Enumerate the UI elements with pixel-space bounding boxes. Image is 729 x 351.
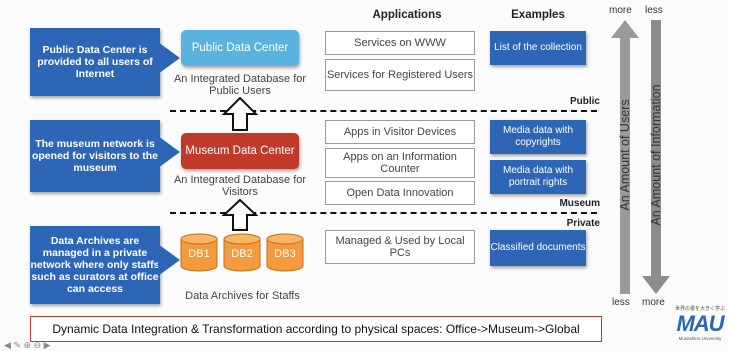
prev-icon[interactable]: ◀ (4, 340, 11, 350)
public-boundary-label: Public (569, 96, 600, 107)
app-visitor-devices: Apps in Visitor Devices (325, 120, 475, 144)
applications-header: Applications (372, 9, 442, 21)
museum-data-center-subtitle: An Integrated Database for Visitors (173, 174, 307, 198)
example-copyrights: Media data with copyrights (490, 120, 586, 154)
app-services-registered: Services for Registered Users (325, 59, 475, 91)
museum-boundary-label: Museum (559, 198, 600, 209)
public-data-center-subtitle: An Integrated Database for Public Users (173, 73, 307, 97)
next-icon[interactable]: ▶ (43, 340, 51, 350)
app-open-data: Open Data Innovation (325, 181, 475, 205)
example-portrait-rights-label: Media data with portrait rights (502, 165, 574, 188)
users-arrow-icon (611, 20, 639, 294)
example-copyrights-label: Media data with copyrights (502, 125, 574, 148)
db1-label: DB1 (188, 248, 210, 260)
callout-archives: Data Archives are managed in a private n… (30, 226, 160, 304)
information-arrow-icon (642, 20, 670, 294)
app-information-counter: Apps on an Information Counter (325, 148, 475, 178)
footer-text: Dynamic Data Integration & Transformatio… (52, 322, 580, 336)
callout-public: Public Data Center is provided to all us… (30, 28, 160, 96)
player-controls[interactable]: ◀ ✎ ⊕ ⊖ ▶ (4, 340, 51, 351)
callout-museum: The museum network is opened for visitor… (30, 120, 160, 192)
zoom-icon[interactable]: ⊕ (23, 340, 32, 350)
public-data-center: Public Data Center (181, 30, 299, 66)
db3-cylinder: DB3 (266, 233, 304, 273)
users-top-label: more (609, 5, 632, 16)
app-services-www: Services on WWW (325, 31, 475, 55)
app-visitor-devices-label: Apps in Visitor Devices (343, 126, 457, 138)
callout-museum-pointer (158, 136, 180, 168)
museum-boundary-line (170, 212, 597, 214)
public-boundary-line (170, 110, 597, 112)
callout-museum-text: The museum network is opened for visitor… (31, 138, 158, 174)
database-icon (180, 233, 218, 272)
users-axis-label: An Amount of Users (618, 99, 632, 211)
information-bottom-label: more (642, 297, 665, 308)
db2-label: DB2 (231, 248, 253, 260)
users-bottom-label: less (612, 297, 630, 308)
callout-archives-pointer (158, 244, 180, 276)
example-portrait-rights: Media data with portrait rights (490, 160, 586, 194)
callout-archives-text: Data Archives are managed in a private n… (30, 235, 160, 295)
app-local-pcs-label: Managed & Used by Local PCs (335, 235, 465, 259)
app-services-registered-label: Services for Registered Users (326, 69, 474, 81)
logo-text: MAU (676, 311, 724, 336)
app-local-pcs: Managed & Used by Local PCs (325, 230, 475, 264)
app-services-www-label: Services on WWW (354, 37, 446, 49)
footer-banner: Dynamic Data Integration & Transformatio… (30, 316, 602, 342)
db3-label: DB3 (274, 248, 296, 260)
university-logo: 世界の書を大きく学ぶ MAU Musashino University (672, 305, 728, 341)
museum-data-center: Museum Data Center (181, 133, 299, 169)
menu-icon[interactable]: ⊖ (33, 340, 42, 350)
archives-subtitle: Data Archives for Staffs (185, 290, 300, 302)
private-boundary-label: Private (566, 218, 600, 229)
app-open-data-label: Open Data Innovation (346, 187, 454, 199)
examples-header: Examples (511, 9, 565, 21)
db2-cylinder: DB2 (223, 233, 261, 273)
callout-public-text: Public Data Center is provided to all us… (37, 44, 153, 80)
arrow-up-to-museum (222, 198, 258, 231)
arrow-up-to-public (222, 96, 258, 131)
database-icon (223, 233, 261, 272)
pen-icon[interactable]: ✎ (13, 340, 21, 350)
logo-sub: Musashino University (678, 336, 722, 341)
example-collection-list-label: List of the collection (494, 42, 582, 53)
database-icon (266, 233, 304, 272)
information-axis-label: An Amount of Information (649, 84, 663, 226)
example-classified: Classified documents (490, 230, 586, 266)
example-classified-label: Classified documents (490, 242, 586, 253)
information-top-label: less (645, 5, 663, 16)
logo-caption: 世界の書を大きく学ぶ (674, 306, 725, 312)
callout-public-pointer (158, 42, 180, 74)
app-information-counter-label: Apps on an Information Counter (343, 151, 457, 175)
db1-cylinder: DB1 (180, 233, 218, 273)
example-collection-list: List of the collection (490, 31, 586, 65)
public-data-center-label: Public Data Center (191, 41, 289, 54)
museum-data-center-label: Museum Data Center (185, 144, 295, 157)
